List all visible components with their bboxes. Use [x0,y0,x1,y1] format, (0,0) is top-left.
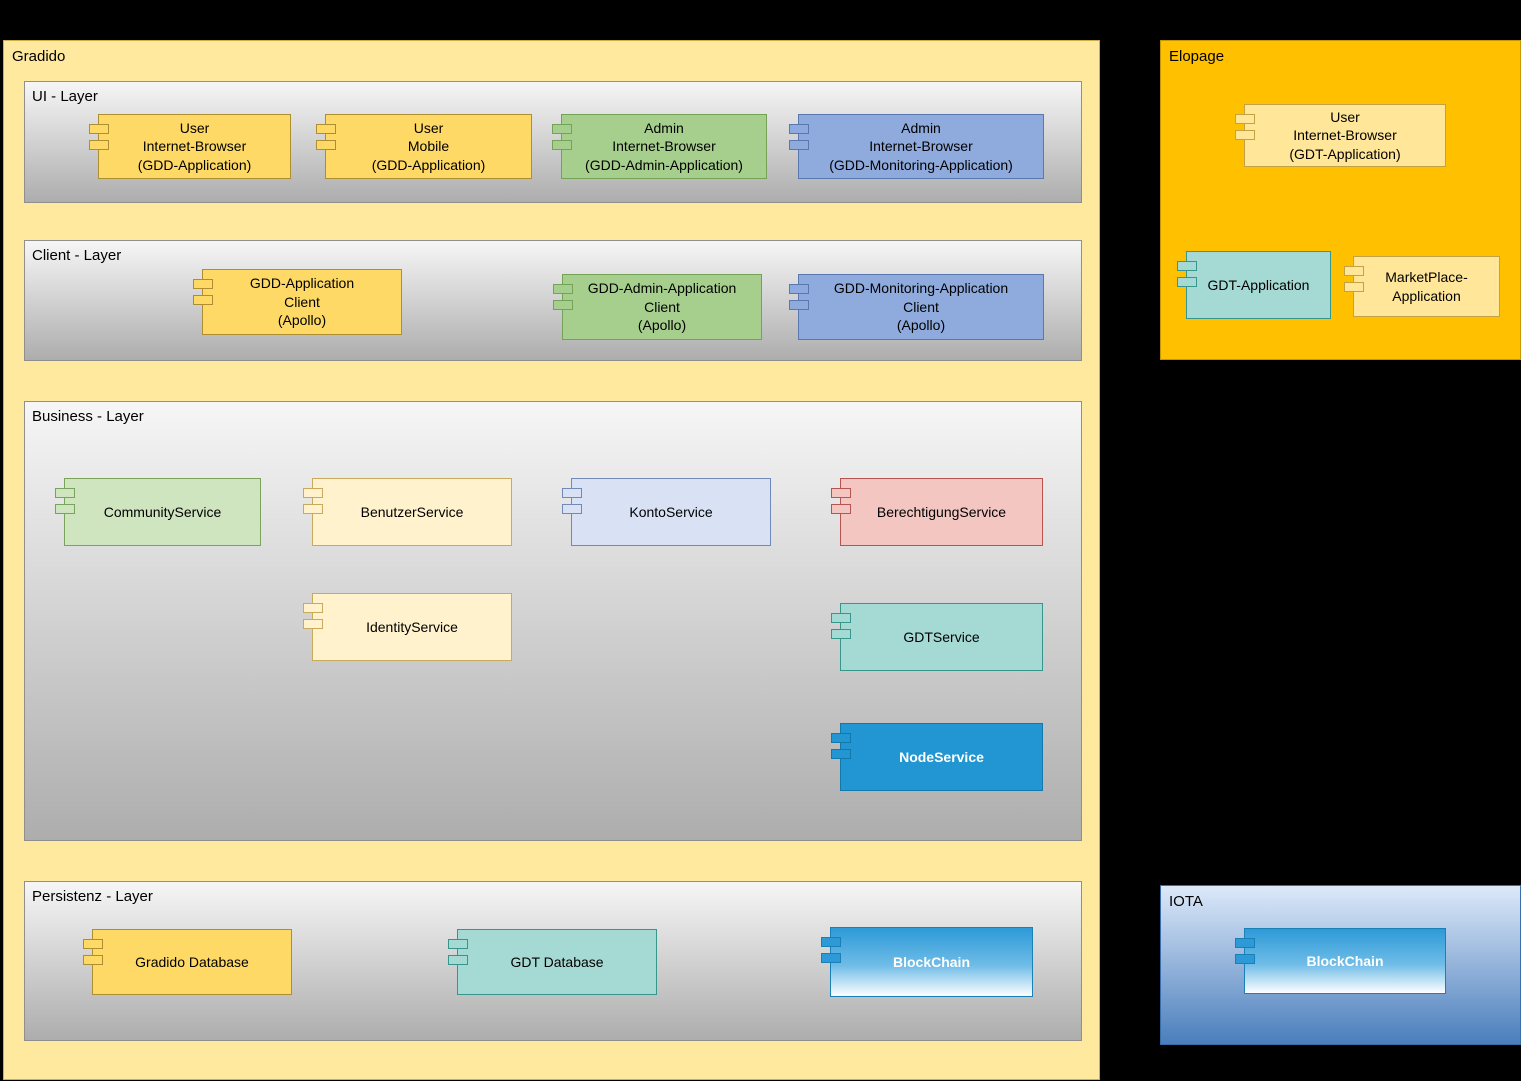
component-port-icon [1344,266,1364,276]
component-port-icon [89,140,109,150]
component-port-icon [1235,938,1255,948]
component-port-icon [303,504,323,514]
component-label: IdentityService [366,618,458,635]
component-port-icon [821,937,841,947]
component-port-icon [448,939,468,949]
component-gdd-monitoring-application-client: GDD-Monitoring-Application Client (Apoll… [789,274,1044,340]
component-port-icon [55,504,75,514]
component-port-icon [83,955,103,965]
component-user-internet-browser-gdd: User Internet-Browser (GDD-Application) [89,114,291,179]
component-label: GDD-Application Client (Apollo) [249,275,355,329]
component-user-internet-browser-gdt: User Internet-Browser (GDT-Application) [1235,104,1446,167]
elopage-title: Elopage [1169,48,1225,65]
component-gdt-service: GDTService [831,603,1043,671]
client-layer: Client - Layer GDD-Application Client (A… [24,240,1082,361]
component-node-service: NodeService [831,723,1043,791]
component-gradido-database: Gradido Database [83,929,292,995]
component-label: Admin Internet-Browser (GDD-Admin-Applic… [585,119,743,173]
client-layer-title: Client - Layer [32,247,122,264]
elopage-container: Elopage User Internet-Browser (GDT-Appli… [1160,40,1521,360]
component-port-icon [831,629,851,639]
component-gdt-application: GDT-Application [1177,251,1331,319]
component-label: Admin Internet-Browser (GDD-Monitoring-A… [829,119,1013,173]
component-port-icon [1235,954,1255,964]
component-label: GDT Database [510,953,604,970]
component-konto-service: KontoService [562,478,771,546]
iota-title: IOTA [1169,893,1203,910]
component-port-icon [789,124,809,134]
component-admin-internet-browser-gdd-monitoring: Admin Internet-Browser (GDD-Monitoring-A… [789,114,1044,179]
persistenz-layer: Persistenz - Layer Gradido Database GDT … [24,881,1082,1041]
component-user-mobile-gdd: User Mobile (GDD-Application) [316,114,532,179]
component-benutzer-service: BenutzerService [303,478,512,546]
component-port-icon [831,488,851,498]
iota-container: IOTA BlockChain [1160,885,1521,1045]
component-port-icon [55,488,75,498]
component-port-icon [83,939,103,949]
component-label: Gradido Database [135,953,249,970]
component-port-icon [316,124,336,134]
component-port-icon [303,619,323,629]
component-port-icon [821,953,841,963]
component-label: BerechtigungService [876,503,1007,520]
component-port-icon [562,488,582,498]
component-community-service: CommunityService [55,478,261,546]
component-label: NodeService [899,748,984,765]
component-gdd-application-client: GDD-Application Client (Apollo) [193,269,402,335]
component-port-icon [553,284,573,294]
component-port-icon [562,504,582,514]
component-gdd-admin-application-client: GDD-Admin-Application Client (Apollo) [553,274,762,340]
component-label: KontoService [629,503,713,520]
component-blockchain-iota: BlockChain [1235,928,1446,994]
component-port-icon [789,140,809,150]
ui-layer: UI - Layer User Internet-Browser (GDD-Ap… [24,81,1082,203]
component-port-icon [316,140,336,150]
component-port-icon [831,504,851,514]
component-label: MarketPlace- Application [1385,269,1468,304]
business-layer-title: Business - Layer [32,408,144,425]
component-label: GDT-Application [1207,276,1310,293]
component-port-icon [789,284,809,294]
component-port-icon [552,124,572,134]
component-port-icon [1177,277,1197,287]
component-label: User Internet-Browser (GDD-Application) [137,119,252,173]
component-label: GDD-Admin-Application Client (Apollo) [587,280,737,334]
component-label: User Internet-Browser (GDT-Application) [1289,108,1401,162]
component-port-icon [1177,261,1197,271]
component-port-icon [552,140,572,150]
component-blockchain-gradido: BlockChain [821,927,1033,997]
persistenz-layer-title: Persistenz - Layer [32,888,153,905]
component-port-icon [831,613,851,623]
component-port-icon [1235,130,1255,140]
component-label: User Mobile (GDD-Application) [371,119,486,173]
component-label: CommunityService [103,503,222,520]
ui-layer-title: UI - Layer [32,88,98,105]
component-admin-internet-browser-gdd-admin: Admin Internet-Browser (GDD-Admin-Applic… [552,114,767,179]
component-identity-service: IdentityService [303,593,512,661]
component-port-icon [193,279,213,289]
gradido-container: Gradido UI - Layer User Internet-Browser… [3,40,1100,1080]
component-port-icon [89,124,109,134]
business-layer: Business - Layer CommunityService Benutz… [24,401,1082,841]
component-marketplace-application: MarketPlace- Application [1344,256,1500,317]
component-port-icon [1344,282,1364,292]
component-port-icon [448,955,468,965]
component-port-icon [831,749,851,759]
component-label: BenutzerService [360,503,464,520]
component-port-icon [303,603,323,613]
component-port-icon [789,300,809,310]
component-gdt-database: GDT Database [448,929,657,995]
component-berechtigung-service: BerechtigungService [831,478,1043,546]
component-label: BlockChain [892,953,970,970]
component-label: GDD-Monitoring-Application Client (Apoll… [833,280,1009,334]
gradido-title: Gradido [12,48,66,65]
component-port-icon [553,300,573,310]
component-port-icon [1235,114,1255,124]
component-port-icon [303,488,323,498]
component-port-icon [831,733,851,743]
component-port-icon [193,295,213,305]
component-label: GDTService [903,628,980,645]
component-label: BlockChain [1306,952,1384,969]
